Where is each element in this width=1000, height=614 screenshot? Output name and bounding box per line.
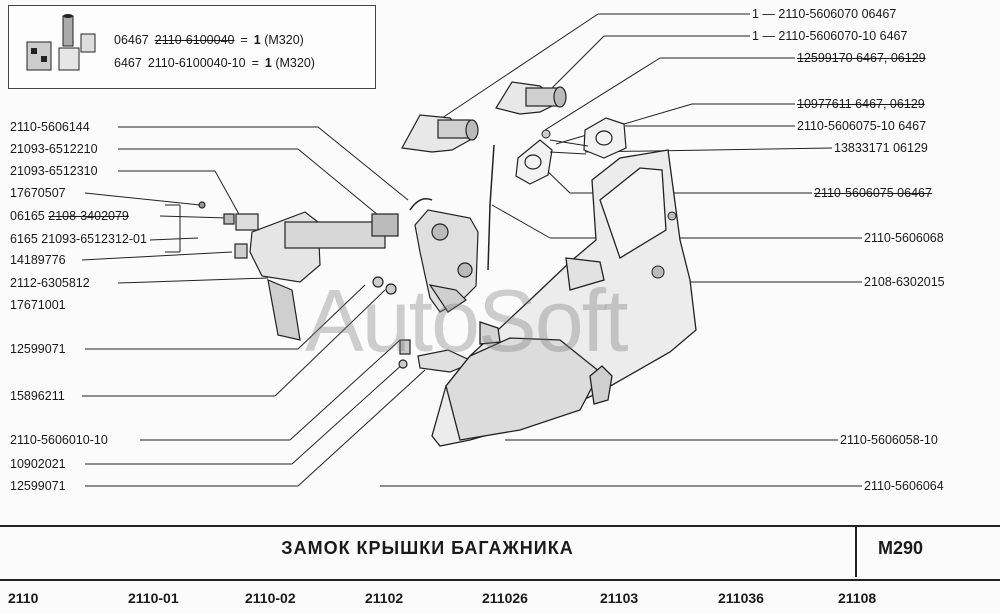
callout-label: 17670507 [10,186,66,200]
callout-label: 2110-5606010-10 [10,433,108,447]
model-code: 211036 [718,590,764,606]
callout-label: 1 — 2110-5606070 06467 [752,7,897,21]
callout-label: 12599071 [10,479,66,493]
callout-label: 2110-5606058-10 [840,433,938,447]
callout-label: 13833171 06129 [834,141,928,155]
callout-label: 06165 2108-3402079 [10,209,129,223]
callout-label: 12599071 [10,342,66,356]
callout-label: 2110-5606144 [10,120,90,134]
model-code: 21102 [365,590,404,606]
watermark: AutoSoft [305,271,629,370]
exploded-view-drawing [81,13,862,487]
callout-label: 2112-6305812 [10,276,90,290]
model-code: 21103 [600,590,639,606]
callout-label: 2108-6302015 [864,275,945,289]
callout-label: 2110-5606075-10 6467 [797,119,927,133]
callout-label: 2110-5606068 [864,231,944,245]
model-code: 21108 [838,590,877,606]
title-divider [855,525,857,577]
callout-label: 17671001 [10,298,66,312]
engine-kit-icon [26,14,96,71]
callout-label: 21093-6512210 [10,142,98,156]
callout-label: 12599170 6467, 06129 [797,51,926,65]
page-title: ЗАМОК КРЫШКИ БАГАЖНИКА [281,538,574,558]
callout-label: 14189776 [10,253,66,267]
model-code: 2110-02 [245,590,296,606]
callout-label: 21093-6512310 [10,164,98,178]
callout-label: 1 — 2110-5606070-10 6467 [752,29,908,43]
model-code: 211026 [482,590,528,606]
callout-label: 10902021 [10,457,66,471]
model-code: 2110-01 [128,590,179,606]
callout-label: 2110-5606064 [864,479,944,493]
model-code: 2110 [8,590,39,606]
title-band [0,525,1000,581]
callout-label: 2110-5606075 06467 [814,186,932,200]
callout-label: 15896211 [10,389,65,403]
page-code: М290 [878,538,924,558]
callout-label: 10977611 6467, 06129 [797,97,925,111]
callout-label: 6165 21093-6512312-01 [10,232,147,246]
